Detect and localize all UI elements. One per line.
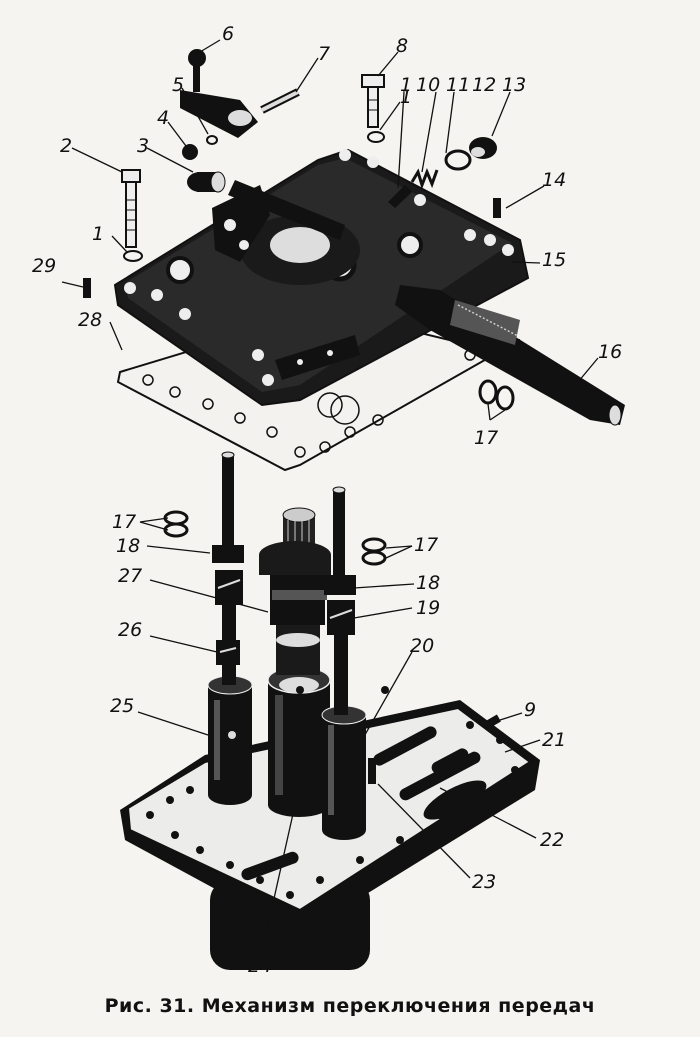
callout-27: 27 (118, 565, 142, 587)
pin-14 (493, 198, 501, 218)
callout-22: 22 (540, 829, 564, 851)
leader-lines (61, 39, 599, 953)
o-rings-17-right (478, 379, 515, 411)
pin-9 (483, 714, 501, 730)
callout-15: 15 (542, 249, 566, 271)
bolt-8 (361, 74, 385, 128)
callout-29: 29 (32, 255, 56, 277)
callout-20: 20 (410, 635, 434, 657)
callout-25: 25 (110, 695, 134, 717)
callout-10: 10 (416, 74, 440, 96)
washer-1-right (367, 131, 385, 143)
callout-14: 14 (542, 169, 566, 191)
pin-29 (83, 278, 91, 298)
callout-6: 6 (222, 23, 234, 45)
callout-28: 28 (78, 309, 102, 331)
washer-5 (206, 135, 218, 145)
callout-2: 2 (60, 135, 72, 157)
callout-24: 24 (248, 955, 272, 977)
cylinder-20 (321, 705, 367, 840)
washer-1-left (123, 250, 143, 262)
callout-17: 17 (112, 511, 136, 533)
callout-1: 1 (400, 86, 412, 108)
bolt-2 (121, 169, 141, 248)
callout-19: 19 (416, 597, 440, 619)
pin-7 (260, 88, 300, 114)
callout-3: 3 (137, 135, 149, 157)
o-rings-17-left (163, 510, 189, 538)
right-shaft (324, 486, 356, 715)
shaft-16 (395, 285, 625, 426)
callout-21: 21 (542, 729, 566, 751)
callout-18: 18 (116, 535, 140, 557)
callout-1: 1 (92, 223, 104, 245)
callout-7: 7 (318, 43, 330, 65)
callout-18: 18 (416, 572, 440, 594)
left-shaft (212, 451, 244, 685)
center-shaft (259, 507, 331, 675)
figure-caption: Рис. 31. Механизм переключения передач (104, 995, 596, 1017)
callout-8: 8 (396, 35, 408, 57)
callout-5: 5 (172, 74, 184, 96)
callout-12: 12 (472, 74, 496, 96)
detent-10 (388, 185, 412, 208)
spring-11 (410, 167, 439, 190)
plug-13 (469, 137, 497, 159)
callout-26: 26 (118, 619, 142, 641)
o-rings-17-mid (361, 537, 387, 566)
callout-17: 17 (474, 427, 498, 449)
bushing-3 (187, 171, 226, 193)
callout-13: 13 (502, 74, 526, 96)
washer-12 (444, 149, 472, 171)
callout-1: 1 (400, 74, 412, 96)
callout-4: 4 (157, 107, 169, 129)
callout-17: 17 (414, 534, 438, 556)
nut-4 (182, 144, 198, 160)
cylinder-24 (267, 666, 331, 817)
callout-16: 16 (598, 341, 622, 363)
cylinder-25 (207, 675, 253, 805)
cover-plate-15 (113, 148, 530, 407)
callouts: 1 1 1 2 3 4 5 6 7 8 9 10 11 12 13 14 15 … (32, 23, 622, 977)
pin-23 (368, 758, 376, 784)
callout-23: 23 (472, 871, 496, 893)
callout-11: 11 (446, 74, 470, 96)
lever-6 (180, 49, 258, 138)
callout-9: 9 (524, 699, 536, 721)
